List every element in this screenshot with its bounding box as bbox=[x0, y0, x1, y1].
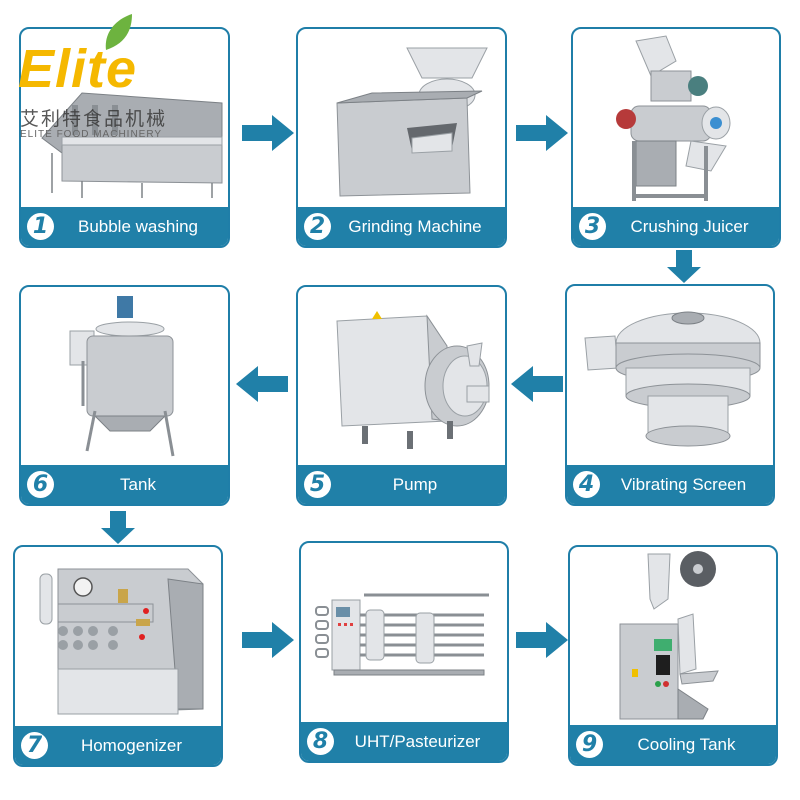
step-card-2: 2 Grinding Machine bbox=[296, 27, 507, 248]
mixing-tank-icon bbox=[21, 287, 228, 465]
arrow-right-icon bbox=[516, 622, 568, 658]
step-label-bar: 5 Pump bbox=[298, 465, 505, 504]
step-card-4: 4 Vibrating Screen bbox=[565, 284, 775, 506]
step-label-bar: 4 Vibrating Screen bbox=[567, 465, 773, 504]
centrifugal-pump-icon bbox=[298, 287, 505, 465]
step-number-badge: 1 bbox=[27, 213, 54, 240]
step-label: Pump bbox=[392, 474, 438, 494]
step-number-badge: 5 bbox=[304, 471, 331, 498]
step-label: Vibrating Screen bbox=[620, 474, 747, 494]
step-card-7: 7 Homogenizer bbox=[13, 545, 223, 767]
step-label: Homogenizer bbox=[80, 735, 183, 755]
arrow-right-icon bbox=[516, 115, 568, 151]
step-card-6: 6 Tank bbox=[19, 285, 230, 506]
step-number-badge: 3 bbox=[579, 213, 606, 240]
crushing-juicer-machine-icon bbox=[573, 29, 779, 207]
step-label-bar: 6 Tank bbox=[21, 465, 228, 504]
step-label-bar: 1 Bubble washing bbox=[21, 207, 228, 246]
brand-chinese-name: 艾利特食品机械 bbox=[20, 108, 168, 130]
step-label: Crushing Juicer bbox=[630, 216, 749, 236]
step-label-bar: 7 Homogenizer bbox=[15, 726, 221, 765]
homogenizer-machine-icon bbox=[15, 547, 221, 726]
step-number-badge: 9 bbox=[576, 731, 603, 758]
step-number-badge: 2 bbox=[304, 213, 331, 240]
step-card-9: 9 Cooling Tank bbox=[568, 545, 778, 766]
uht-pasteurizer-icon bbox=[301, 543, 507, 722]
step-label: Bubble washing bbox=[77, 216, 199, 236]
step-label: UHT/Pasteurizer bbox=[354, 731, 481, 751]
arrow-right-icon bbox=[242, 622, 294, 658]
step-number-badge: 7 bbox=[21, 732, 48, 759]
step-label-bar: 9 Cooling Tank bbox=[570, 725, 776, 764]
step-label: Tank bbox=[120, 474, 156, 494]
step-label-bar: 8 UHT/Pasteurizer bbox=[301, 722, 507, 761]
brand-wordmark: Elite bbox=[18, 39, 138, 99]
step-number-badge: 6 bbox=[27, 471, 54, 498]
arrow-left-icon bbox=[511, 366, 563, 402]
packing-machine-icon bbox=[570, 547, 776, 725]
step-card-1: 1 Bubble washing bbox=[19, 27, 230, 248]
step-label: Grinding Machine bbox=[348, 216, 482, 236]
step-label-bar: 2 Grinding Machine bbox=[298, 207, 505, 246]
leaf-icon bbox=[105, 14, 132, 50]
arrow-left-icon bbox=[236, 366, 288, 402]
step-card-8: 8 UHT/Pasteurizer bbox=[299, 541, 509, 763]
arrow-right-icon bbox=[242, 115, 294, 151]
grinding-machine-icon bbox=[298, 29, 505, 207]
step-label-bar: 3 Crushing Juicer bbox=[573, 207, 779, 246]
vibrating-screen-machine-icon bbox=[567, 286, 773, 465]
arrow-down-icon bbox=[101, 511, 135, 544]
step-number-badge: 8 bbox=[307, 728, 334, 755]
brand-logo: Elite 艾利特食品机械 ELITE FOOD MACHINERY bbox=[18, 12, 193, 140]
step-card-3: 3 Crushing Juicer bbox=[571, 27, 781, 248]
step-card-5: 5 Pump bbox=[296, 285, 507, 506]
bubble-washer-machine-icon bbox=[21, 29, 228, 207]
brand-english-name: ELITE FOOD MACHINERY bbox=[20, 129, 163, 140]
step-label: Cooling Tank bbox=[637, 734, 736, 754]
step-number-badge: 4 bbox=[573, 471, 600, 498]
arrow-down-icon bbox=[667, 250, 701, 283]
